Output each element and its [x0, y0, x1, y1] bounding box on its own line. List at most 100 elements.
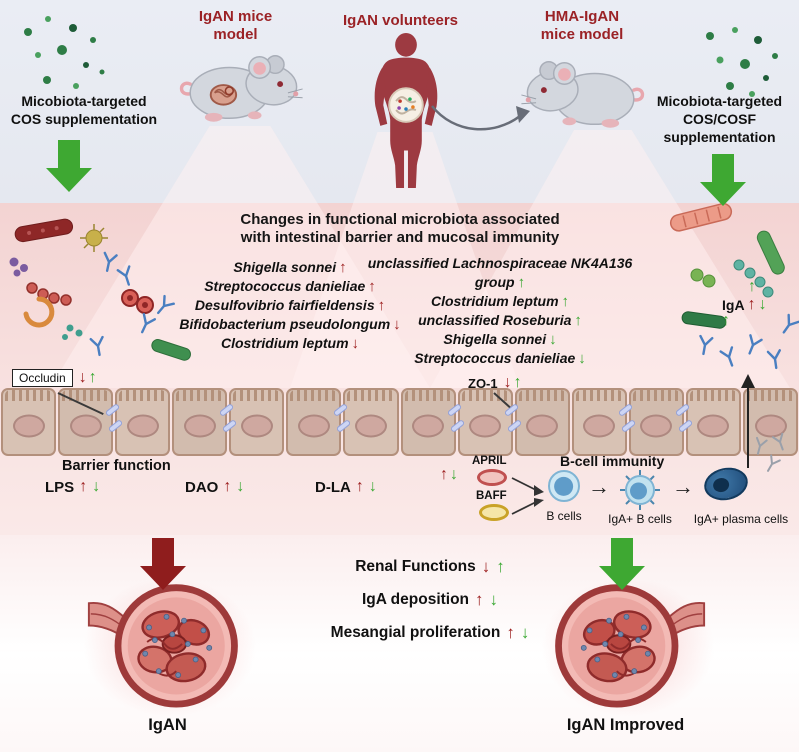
species-item: unclassified Roseburia↑	[350, 311, 650, 330]
improved-glomerulus-icon	[555, 584, 706, 708]
species-name: Streptococcus danieliae	[414, 350, 576, 366]
tight-junction-icon	[104, 403, 124, 441]
species-name: Shigella sonnei	[443, 331, 547, 347]
lumen-bacteria-right-icon	[669, 203, 799, 370]
outcome-item: IgA deposition ↑ ↓	[295, 583, 565, 616]
lps-green-arrow: ↓	[92, 478, 101, 495]
bacteria-increase-arrow: ↑	[748, 278, 756, 295]
outcome-item: Mesangial proliferation ↑ ↓	[295, 616, 565, 649]
epithelial-cell	[115, 388, 171, 456]
species-name: Shigella sonnei	[233, 259, 337, 275]
right-supplement-line1: Micobiota-targeted	[656, 93, 783, 109]
cytokine-green-arrow: ↓	[450, 466, 458, 483]
center-model-line1: IgAN volunteers	[342, 12, 459, 29]
baff-label: BAFF	[476, 490, 507, 502]
occludin-group: Occludin ↓ ↑	[12, 369, 97, 387]
epithelial-cell	[229, 388, 285, 456]
zo1-label: ZO-1	[468, 375, 498, 391]
tight-junction-icon	[446, 403, 466, 441]
left-model-title: IgAN mice model	[168, 8, 303, 44]
left-supplement-line1: Micobiota-targeted	[21, 93, 147, 109]
tight-junction-icon	[332, 403, 352, 441]
outcome-red-arrow: ↑	[475, 589, 484, 609]
improved-kidney-label: IgAN Improved	[566, 716, 685, 734]
species-item: Streptococcus danieliae↓	[350, 349, 650, 368]
abundance-arrow: ↑	[561, 293, 570, 310]
cytokine-to-bcell-arrows-icon	[511, 477, 544, 515]
abundance-arrow: ↑	[517, 274, 526, 291]
dao-label: DAO	[185, 478, 219, 496]
epithelial-cell-row	[0, 388, 799, 456]
outcome-red-arrow: ↑	[506, 622, 515, 642]
tight-junction-icon	[617, 403, 637, 441]
species-item: Clostridium leptum↑	[350, 292, 650, 311]
bacteria-increase-arrow: ↑	[722, 312, 730, 329]
iga-b-cell-icon	[620, 470, 660, 510]
zo1-green-arrow: ↑	[513, 374, 522, 391]
april-icon	[477, 469, 507, 486]
igan-glomerulus-icon	[87, 584, 238, 708]
species-item: unclassified Lachnospiraceae NK4A136 gro…	[350, 254, 650, 292]
outcome-list: Renal Functions ↓ ↑ IgA deposition ↑ ↓ M…	[295, 550, 565, 649]
secreted-iga-antibodies-icon	[755, 432, 784, 472]
abundance-arrow: ↑	[339, 259, 347, 276]
right-supplement-line2: COS/COSF	[682, 111, 757, 127]
april-label: APRIL	[472, 455, 507, 467]
left-supplement-label: Micobiota-targeted COS supplementation	[0, 92, 168, 128]
species-name: unclassified Roseburia	[418, 312, 572, 328]
improved-outcome-arrow-icon	[599, 538, 645, 590]
species-item: Shigella sonnei↓	[350, 330, 650, 349]
cytokine-arrows: ↑ ↓	[440, 466, 458, 484]
iga-label: IgA	[722, 297, 745, 313]
epithelial-cell	[400, 388, 456, 456]
right-model-title: HMA-IgAN mice model	[512, 8, 652, 44]
outcome-label: Mesangial proliferation	[330, 623, 501, 641]
tight-junction-icon	[503, 403, 523, 441]
hma-transplant-arrow-icon	[431, 105, 530, 131]
igan-mouse-icon	[179, 54, 303, 122]
outcome-label: Renal Functions	[355, 557, 476, 575]
abundance-arrow: ↑	[574, 312, 582, 329]
outcome-green-arrow: ↓	[489, 589, 499, 609]
dla-green-arrow: ↓	[368, 478, 377, 495]
tight-junction-icon	[218, 403, 238, 441]
occludin-green-arrow: ↑	[88, 369, 97, 386]
arrow-right-icon: →	[588, 474, 610, 499]
right-model-line1: HMA-IgAN	[544, 8, 620, 25]
left-supplement-line2: COS supplementation	[10, 111, 158, 127]
dao-green-arrow: ↓	[236, 478, 245, 495]
cos-particles-right-icon	[706, 27, 778, 97]
zo1-group: ZO-1 ↓ ↑	[468, 374, 522, 392]
arrow-right-icon: →	[672, 474, 694, 499]
outcome-red-arrow: ↓	[481, 556, 491, 576]
treated-species-list: unclassified Lachnospiraceae NK4A136 gro…	[350, 254, 650, 368]
occludin-red-arrow: ↓	[78, 369, 87, 386]
outcome-item: Renal Functions ↓ ↑	[295, 550, 565, 583]
epithelial-cell	[571, 388, 627, 456]
center-model-title: IgAN volunteers	[318, 12, 483, 30]
tight-junction-icon	[674, 403, 694, 441]
lps-marker: LPS ↑ ↓	[45, 478, 100, 496]
iga-label-group: IgA ↑ ↓	[722, 296, 767, 314]
baff-icon	[479, 504, 509, 521]
disease-outcome-arrow-icon	[140, 538, 186, 590]
epithelial-cell	[743, 388, 799, 456]
iga-red-arrow: ↑	[747, 296, 756, 313]
right-model-line2: mice model	[540, 26, 624, 43]
epithelial-cell	[343, 388, 399, 456]
right-supplement-line3: supplementation	[663, 129, 776, 145]
outcome-label: IgA deposition	[361, 590, 470, 608]
epithelial-cell	[514, 388, 570, 456]
dao-red-arrow: ↑	[223, 478, 232, 495]
cytokine-red-arrow: ↑	[440, 466, 448, 483]
dla-red-arrow: ↑	[355, 478, 364, 495]
abundance-arrow: ↓	[578, 350, 586, 367]
b-cells-label: B cells	[546, 509, 582, 523]
outcome-green-arrow: ↑	[496, 556, 505, 576]
epithelial-cell	[1, 388, 57, 456]
left-model-line2: model	[213, 26, 258, 43]
zo1-arrows: ↓ ↑	[504, 374, 522, 392]
cosf-supplement-arrow-icon	[700, 154, 746, 206]
lps-label: LPS	[45, 478, 75, 496]
